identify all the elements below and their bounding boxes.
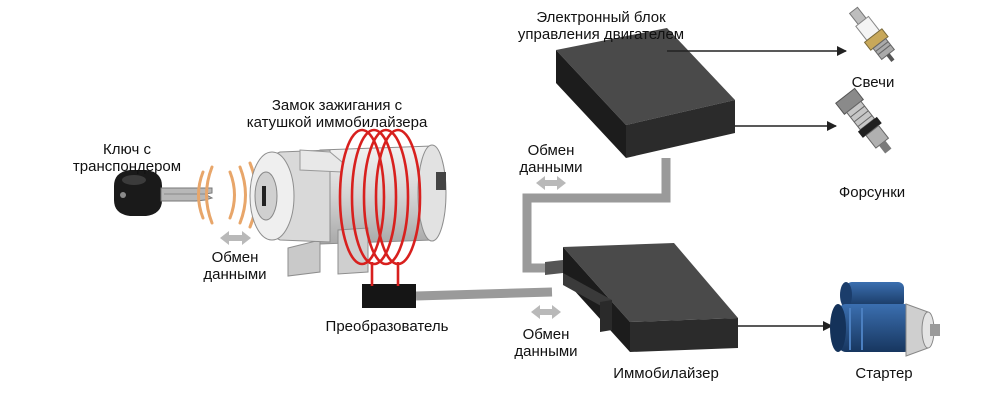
label-exchange-key: Обмен данными (200, 249, 270, 283)
wiring (415, 158, 671, 301)
injector (835, 87, 892, 154)
label-exchange-converter-line2: данными (514, 343, 578, 360)
immobilizer-box (545, 243, 738, 352)
exchange-arrow-key (220, 231, 251, 245)
label-exchange-ecu-line1: Обмен (527, 142, 575, 159)
exchange-arrow-converter (531, 305, 561, 319)
exchange-arrow-ecu (536, 176, 566, 190)
label-exchange-ecu-line2: данными (519, 159, 583, 176)
ecu-immobilizer-wire (522, 158, 671, 273)
label-ecu-line2: управления двигателем (517, 26, 685, 43)
label-exchange-converter-line1: Обмен (522, 326, 570, 343)
ecu-box (556, 28, 735, 158)
label-exchange-converter: Обмен данными (509, 326, 583, 360)
label-exchange-key-line1: Обмен (211, 249, 259, 266)
converter-immobilizer-wire (415, 287, 553, 301)
label-plugs: Свечи (838, 74, 908, 91)
label-lock: Замок зажигания с катушкой иммобилайзера (222, 97, 452, 131)
label-key: Ключ с транспондером (62, 141, 192, 175)
spark-plug (848, 6, 896, 63)
label-plugs-text: Свечи (851, 74, 895, 91)
starter-motor (830, 282, 940, 357)
label-converter-text: Преобразователь (325, 318, 449, 335)
label-key-line2: транспондером (72, 158, 182, 175)
label-starter-text: Стартер (855, 365, 913, 382)
label-starter: Стартер (838, 365, 930, 382)
label-immobilizer-text: Иммобилайзер (613, 365, 719, 382)
immobilizer-coil (338, 128, 422, 286)
output-arrows (667, 46, 847, 331)
label-immobilizer: Иммобилайзер (604, 365, 728, 382)
label-converter: Преобразователь (312, 318, 462, 335)
label-injectors: Форсунки (822, 184, 922, 201)
label-ecu: Электронный блок управления двигателем (496, 9, 706, 43)
label-lock-line1: Замок зажигания с (271, 97, 403, 114)
transponder-waves (197, 161, 258, 229)
label-exchange-ecu: Обмен данными (514, 142, 588, 176)
label-lock-line2: катушкой иммобилайзера (246, 114, 428, 131)
label-injectors-text: Форсунки (838, 184, 906, 201)
label-ecu-line1: Электронный блок (536, 9, 666, 26)
label-key-line1: Ключ с (103, 141, 151, 158)
label-exchange-key-line2: данными (203, 266, 267, 283)
converter-box (362, 284, 416, 308)
